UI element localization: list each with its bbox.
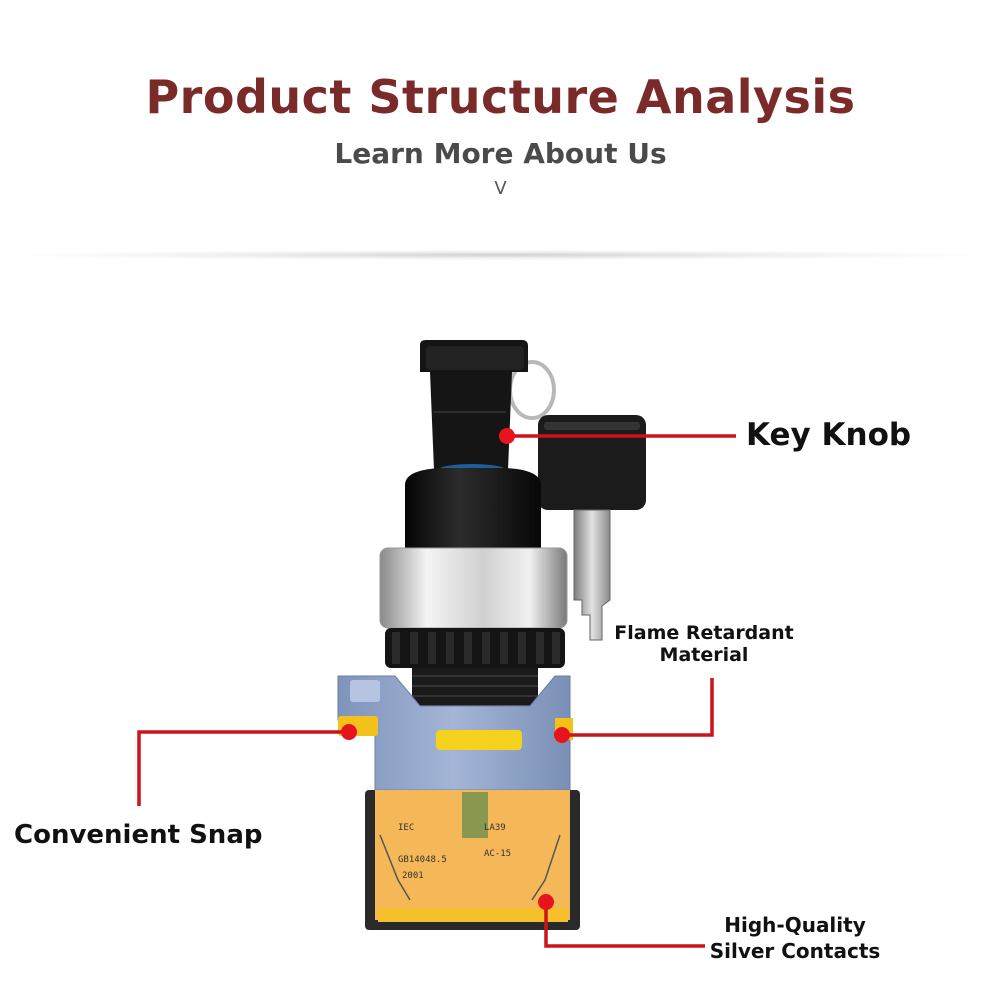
label-key-knob: Key Knob	[746, 417, 912, 453]
flame-leader	[562, 678, 714, 737]
snap-marker	[341, 724, 357, 740]
spare-key-blade	[573, 509, 611, 641]
label-silver-line1: High-Quality	[724, 913, 866, 937]
svg-text:GB14048.5: GB14048.5	[398, 855, 447, 865]
spare-key-head	[538, 415, 646, 510]
label-silver-line2: Silver Contacts	[709, 939, 881, 963]
key-knob-marker	[499, 428, 515, 444]
label-silver-contacts: High-Quality Silver Contacts	[707, 912, 883, 964]
svg-text:AC-15: AC-15	[484, 849, 511, 859]
snap-leader	[137, 730, 349, 806]
page-subtitle: Learn More About Us	[334, 137, 667, 170]
silver-leader	[544, 902, 705, 948]
section-divider	[30, 250, 970, 260]
label-flame-line1: Flame Retardant	[614, 622, 794, 644]
svg-text:LA39: LA39	[484, 823, 506, 833]
svg-text:IEC: IEC	[398, 823, 414, 833]
svg-text:2001: 2001	[402, 871, 424, 881]
label-flame-retardant: Flame Retardant Material	[612, 622, 796, 666]
flame-marker	[554, 727, 570, 743]
label-flame-line2: Material	[659, 644, 749, 666]
chevron-down-icon[interactable]: V	[494, 178, 507, 199]
page-title: Product Structure Analysis	[145, 70, 856, 124]
silver-marker	[538, 894, 554, 910]
label-convenient-snap: Convenient Snap	[14, 820, 263, 850]
knob-cap	[405, 468, 541, 548]
